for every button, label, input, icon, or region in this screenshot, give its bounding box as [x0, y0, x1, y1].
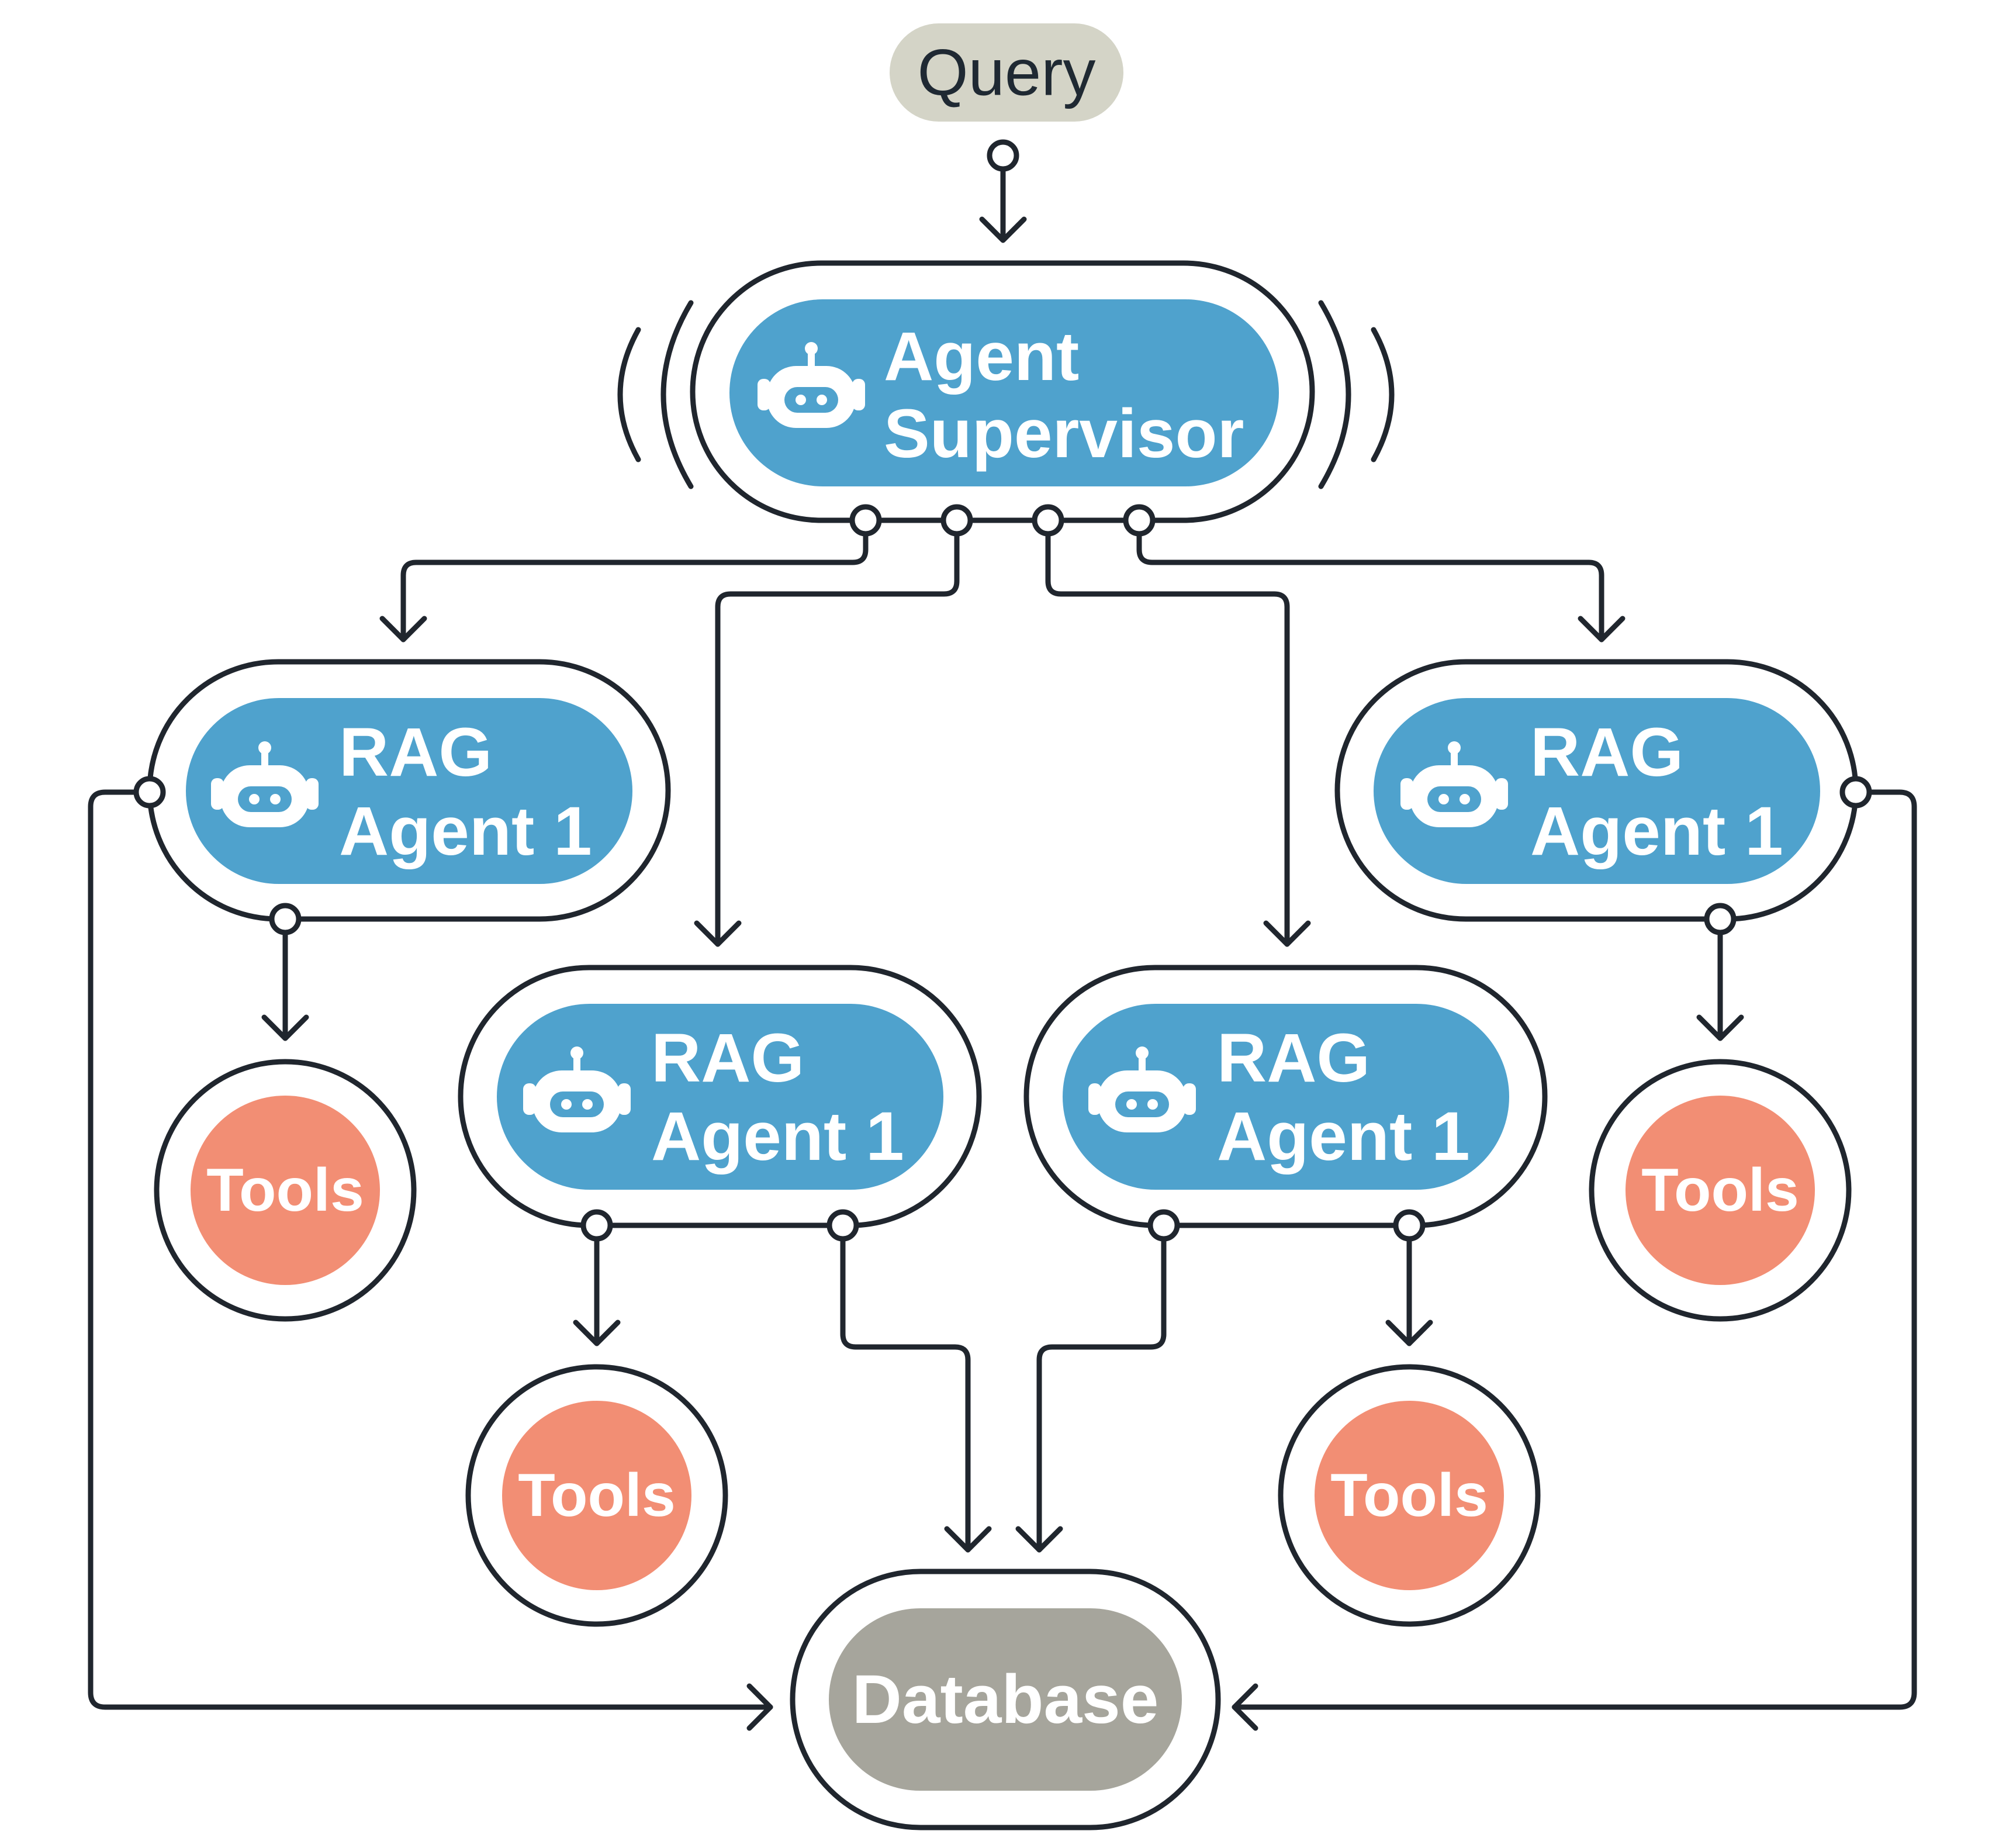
agent-label-line2: Agent 1: [651, 1098, 904, 1175]
connection-ports: [133, 139, 1872, 1242]
edge-supervisor-agent-d: [1136, 530, 1604, 643]
tools-node: Tools: [1278, 1364, 1541, 1627]
agent-pill: [1063, 1004, 1509, 1190]
supervisor-node: Agent Supervisor: [617, 260, 1395, 523]
arrowhead: [1578, 616, 1626, 643]
arrowhead: [1263, 920, 1311, 947]
arrowhead: [1385, 1319, 1433, 1346]
tools-circle: [191, 1096, 380, 1285]
database-pill: [829, 1608, 1182, 1791]
port: [1839, 776, 1872, 809]
port: [133, 776, 166, 809]
arrowhead: [573, 1319, 621, 1346]
arrowhead: [746, 1683, 773, 1731]
supervisor-label-line1: Agent: [884, 318, 1079, 395]
agent-label-line1: RAG: [1217, 1020, 1370, 1097]
agent-label-line1: RAG: [651, 1020, 804, 1097]
arrowhead: [944, 1526, 992, 1553]
edge-agent-b-database: [840, 1235, 971, 1553]
arrowhead: [694, 920, 742, 947]
edge-supervisor-agent-b: [715, 530, 960, 947]
tools-circle: [502, 1401, 691, 1590]
tools-node: Tools: [1589, 1059, 1852, 1322]
tools-node: Tools: [465, 1364, 728, 1627]
port: [580, 1209, 613, 1242]
rag-agent-node: RAG Agent 1: [1023, 965, 1548, 1228]
port: [987, 139, 1019, 172]
supervisor-label-line2: Supervisor: [884, 395, 1244, 472]
agent-pill: [1374, 698, 1820, 884]
tools-circle: [1626, 1096, 1815, 1285]
port: [1393, 1209, 1426, 1242]
port: [1704, 903, 1737, 935]
edge-agent-d-database: [1232, 789, 1917, 1710]
arrowhead: [379, 616, 427, 643]
tools-label: Tools: [206, 1156, 364, 1224]
query-pill: [890, 23, 1123, 122]
edge-agent-a-database: [88, 789, 773, 1710]
arrowhead: [261, 1014, 309, 1041]
agent-label-line2: Agent 1: [1217, 1098, 1470, 1175]
agent-label-line2: Agent 1: [1530, 793, 1783, 870]
rag-agent-node: RAG Agent 1: [1334, 659, 1859, 922]
arrowhead: [1232, 1683, 1258, 1731]
query-label: Query: [918, 36, 1096, 109]
edge-agent-c-database: [1036, 1235, 1167, 1553]
arrowhead: [979, 216, 1027, 243]
edge-supervisor-agent-c: [1045, 530, 1290, 947]
port: [269, 903, 302, 935]
arrowhead: [1015, 1526, 1063, 1553]
edge-supervisor-agent-a: [400, 530, 869, 643]
database-label: Database: [852, 1661, 1159, 1738]
port: [1123, 504, 1156, 537]
arrowhead: [1696, 1014, 1744, 1041]
agent-label-line1: RAG: [1530, 714, 1683, 791]
port: [826, 1209, 859, 1242]
agent-label-line2: Agent 1: [339, 793, 592, 870]
agent-pill: [186, 698, 632, 884]
port: [1147, 1209, 1180, 1242]
query-node: Query: [890, 23, 1123, 122]
signal-waves-icon: [617, 300, 1395, 489]
port: [849, 504, 882, 537]
agent-label-line1: RAG: [339, 714, 492, 791]
supervisor-pill: [729, 299, 1279, 486]
tools-label: Tools: [1641, 1156, 1799, 1224]
rag-agent-node: RAG Agent 1: [458, 965, 982, 1228]
agent-pill: [497, 1004, 943, 1190]
rag-agent-node: RAG Agent 1: [147, 659, 671, 922]
port: [1032, 504, 1064, 537]
port: [940, 504, 973, 537]
database-node: Database: [790, 1569, 1221, 1830]
tools-node: Tools: [154, 1059, 417, 1322]
tools-label: Tools: [1330, 1462, 1488, 1529]
tools-label: Tools: [518, 1462, 676, 1529]
tools-circle: [1315, 1401, 1504, 1590]
